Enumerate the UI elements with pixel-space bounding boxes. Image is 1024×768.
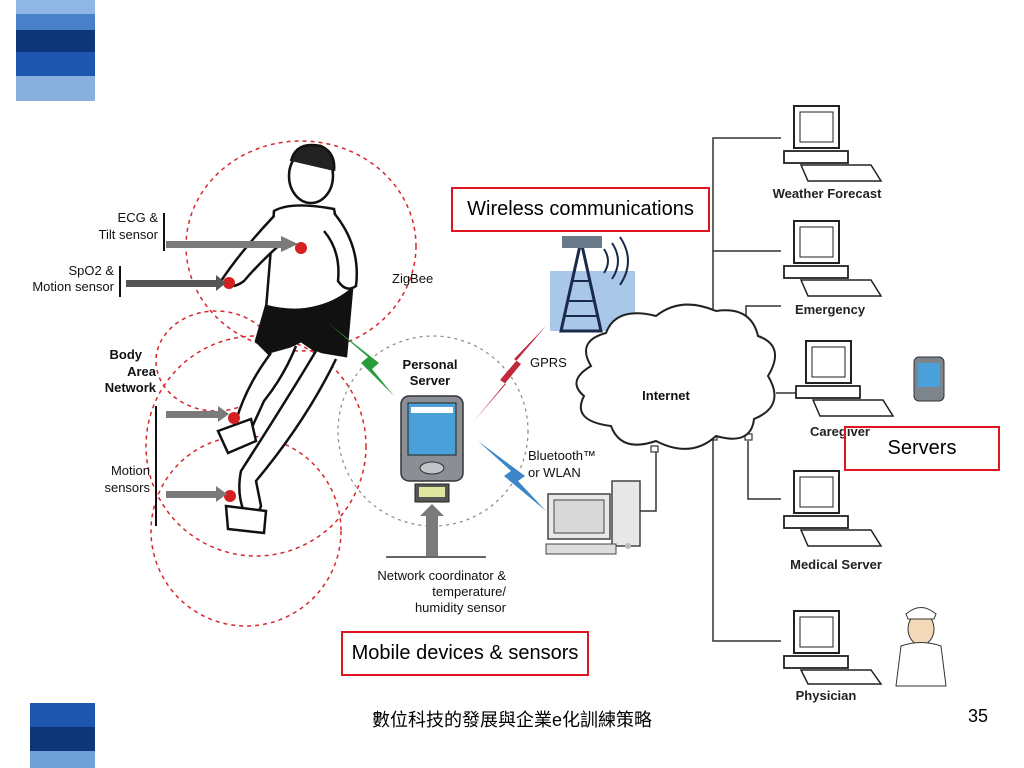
ban-label-3: Network bbox=[105, 380, 157, 395]
coord-label-2: temperature/ bbox=[432, 584, 506, 599]
sensor-dots bbox=[223, 242, 307, 502]
bluetooth-label-1: Bluetooth™ bbox=[528, 448, 596, 463]
gprs-bolt-icon bbox=[474, 326, 546, 421]
emergency-computer-icon bbox=[783, 220, 883, 297]
spo2-label-2: Motion sensor bbox=[32, 279, 114, 294]
personal-server-label-1: Personal bbox=[403, 357, 458, 372]
sensor-arrows bbox=[126, 236, 298, 502]
caregiver-pda-icon bbox=[913, 356, 945, 402]
caregiver-computer-icon bbox=[795, 340, 895, 417]
motion-label-2: sensors bbox=[104, 480, 150, 495]
medical-label: Medical Server bbox=[790, 557, 882, 572]
mobile-callout: Mobile devices & sensors bbox=[341, 631, 589, 676]
pda-device-icon bbox=[400, 395, 464, 503]
ecg-label-2: Tilt sensor bbox=[99, 227, 159, 242]
desktop-computer-icon bbox=[545, 480, 641, 555]
spo2-label-1: SpO2 & bbox=[68, 263, 114, 278]
ban-label-1: Body bbox=[110, 347, 143, 362]
wireless-callout: Wireless communications bbox=[451, 187, 710, 232]
emergency-label: Emergency bbox=[795, 302, 866, 317]
medical-computer-icon bbox=[783, 470, 883, 547]
body-sensor-network-diagram: ECG & Tilt sensor SpO2 & Motion sensor B… bbox=[16, 101, 1024, 703]
servers-callout-text: Servers bbox=[887, 437, 957, 459]
ecg-label-1: ECG & bbox=[118, 210, 159, 225]
motion-label-1: Motion bbox=[111, 463, 150, 478]
body-labels: ECG & Tilt sensor SpO2 & Motion sensor B… bbox=[32, 210, 158, 495]
weather-label: Weather Forecast bbox=[773, 186, 883, 201]
runner-figure bbox=[216, 143, 358, 535]
server-workstations bbox=[783, 105, 947, 687]
ban-label-2: Area bbox=[127, 364, 157, 379]
slide-margin bbox=[0, 0, 16, 768]
physician-label: Physician bbox=[796, 688, 857, 703]
physician-computer-icon bbox=[783, 610, 883, 685]
internet-cloud-icon bbox=[575, 303, 777, 450]
physician-person-icon bbox=[895, 607, 947, 687]
page-number: 35 bbox=[967, 706, 988, 726]
internet-label: Internet bbox=[642, 388, 690, 403]
bluetooth-bolt-icon bbox=[478, 441, 546, 511]
zigbee-bolt-icon bbox=[328, 323, 394, 396]
coord-label-1: Network coordinator & bbox=[377, 568, 506, 583]
weather-computer-icon bbox=[783, 105, 883, 182]
coord-label-3: humidity sensor bbox=[415, 600, 507, 615]
personal-server-label-2: Server bbox=[410, 373, 450, 388]
zigbee-label: ZigBee bbox=[392, 271, 433, 286]
servers-callout: Servers bbox=[844, 426, 1000, 471]
gprs-label: GPRS bbox=[530, 355, 567, 370]
wireless-callout-text: Wireless communications bbox=[467, 198, 694, 220]
decor-stripe-bottom bbox=[30, 703, 95, 768]
footer-title: 數位科技的發展與企業e化訓練策略 bbox=[371, 710, 652, 730]
mobile-callout-text: Mobile devices & sensors bbox=[351, 642, 579, 664]
bluetooth-label-2: or WLAN bbox=[528, 465, 581, 480]
